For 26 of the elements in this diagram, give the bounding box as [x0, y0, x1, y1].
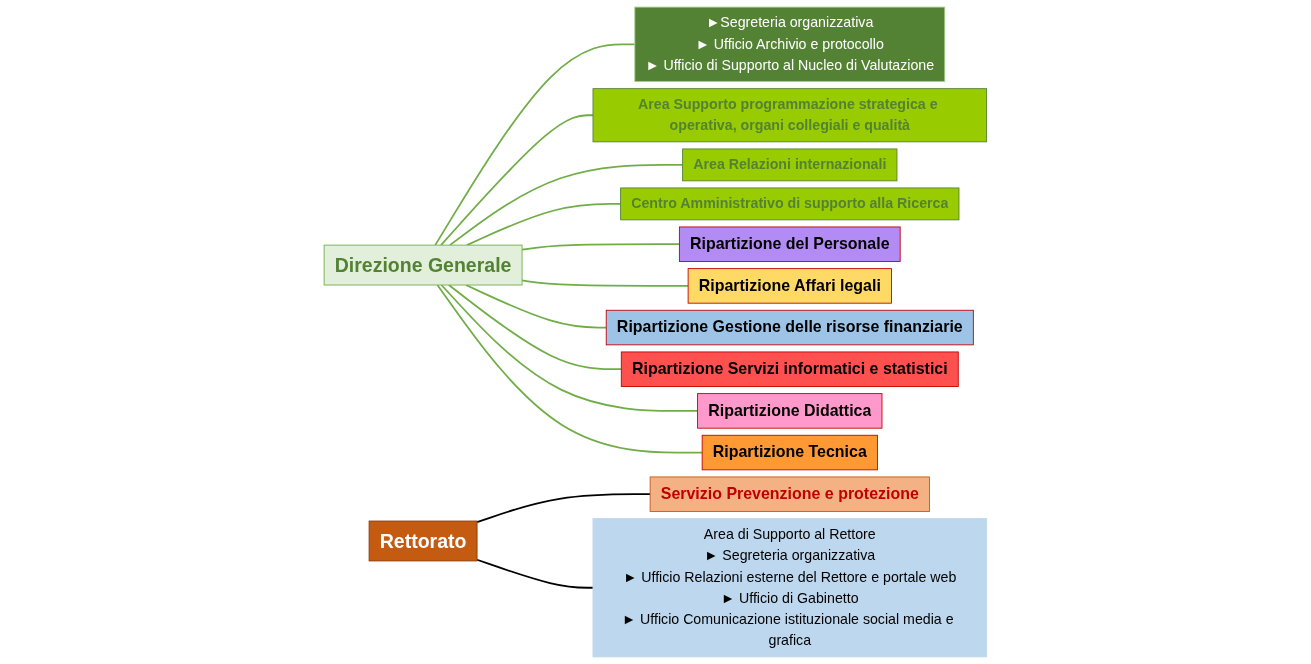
node-box: ►Segreteria organizzativa ► Ufficio Archivio e protocollo ► Ufficio di Supporto al Nucleo di Valutazione — [634, 6, 946, 82]
node-box: Ripartizione Affari legali — [687, 268, 893, 304]
node-box: Ripartizione Didattica — [697, 393, 883, 429]
node-box: Ripartizione Gestione delle risorse finanziarie — [605, 309, 974, 346]
node-box: Ripartizione Servizi informatici e statistici — [621, 351, 959, 387]
node-box: Area Supporto programmazione strategica e operativa, organi collegiali e qualità — [592, 88, 988, 143]
connector — [465, 284, 608, 329]
connector — [521, 279, 690, 287]
node-box: Area di Supporto al Rettore ► Segreteria organizzativa ► Ufficio Relazioni esterne del Rettore e portale web ► Ufficio di Gabinetto ► Ufficio Comunicazione istituzionale social media e grafica — [592, 518, 988, 658]
connector — [434, 43, 636, 246]
connector — [466, 203, 622, 246]
connector — [521, 243, 681, 251]
node-box: Centro Amministrativo di supporto alla Ricerca — [620, 187, 960, 221]
connector — [440, 284, 699, 412]
node-box: Ripartizione del Personale — [679, 226, 901, 262]
node-box: Ripartizione Tecnica — [701, 434, 879, 471]
connector — [436, 284, 704, 454]
node-box: Direzione Generale — [323, 244, 523, 286]
connector — [440, 114, 595, 246]
connector — [476, 558, 595, 589]
connector — [476, 493, 652, 524]
node-box: Servizio Prevenzione e protezione — [649, 476, 931, 512]
connector — [448, 284, 623, 371]
node-box: Area Relazioni internazionali — [682, 148, 898, 182]
connector — [449, 164, 684, 246]
node-box: Rettorato — [368, 520, 478, 562]
